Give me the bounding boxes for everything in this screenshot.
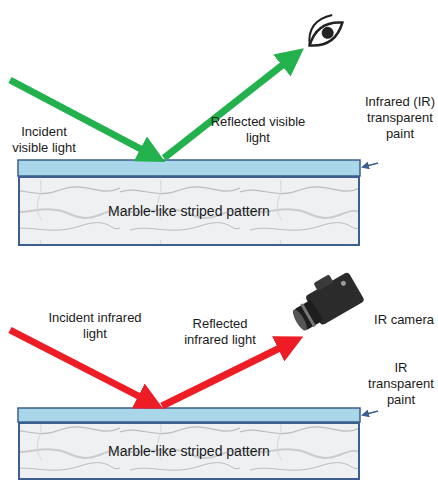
callout-label: Infrared (IR) transparent paint	[364, 94, 436, 142]
eye-symbol	[301, 10, 347, 52]
marble-box: Marble-like striped pattern	[18, 422, 360, 480]
camera-symbol	[284, 265, 365, 336]
incident-arrow	[10, 330, 152, 403]
box-text: Marble-like striped pattern	[102, 203, 276, 220]
callout-label: Reflected infrared light	[170, 316, 270, 348]
callout-label: Reflected visible light	[208, 114, 308, 146]
paint-layer	[18, 408, 360, 422]
reflected-arrow	[164, 56, 294, 158]
marble-slab	[18, 176, 360, 246]
paint-layer	[18, 160, 360, 176]
callout-label: IR camera	[372, 312, 436, 328]
callout-label: IR transparent paint	[366, 360, 436, 408]
leader-line	[363, 411, 378, 415]
callout-label: Incident visible light	[2, 124, 86, 156]
callout-label: Incident infrared light	[45, 310, 145, 342]
box-text: Marble-like striped pattern	[102, 443, 276, 460]
reflected-arrow	[162, 342, 292, 406]
marble-box: Marble-like striped pattern	[18, 176, 360, 246]
marble-slab	[18, 422, 360, 480]
leader-line	[363, 163, 378, 167]
